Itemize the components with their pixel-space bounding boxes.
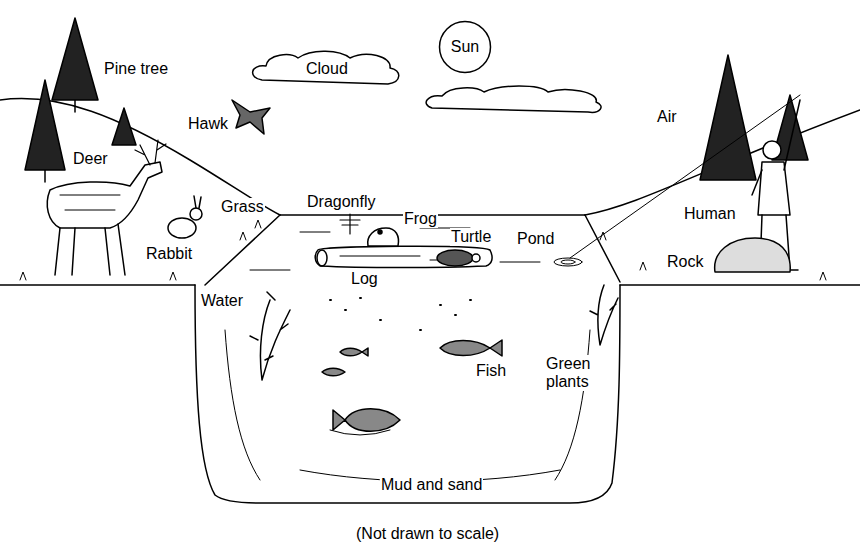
- part-label: Human: [683, 205, 737, 223]
- part-label: Rabbit: [145, 245, 193, 263]
- part-label: Mud and sand: [380, 476, 483, 494]
- part-label: Green plants: [545, 355, 607, 391]
- part-label: Rock: [666, 253, 704, 271]
- part-label: Water: [200, 292, 244, 310]
- part-label: Hawk: [187, 115, 229, 133]
- node-text: Sun: [451, 38, 479, 56]
- part-label: Pond: [516, 230, 555, 248]
- part-label: Turtle: [450, 228, 492, 246]
- sun-circle: Sun: [438, 20, 492, 74]
- part-label: Fish: [475, 362, 507, 380]
- part-label: Frog: [403, 210, 438, 228]
- part-label: Grass: [220, 198, 265, 216]
- part-label: Cloud: [305, 60, 349, 78]
- part-label: Deer: [72, 150, 109, 168]
- part-label: Pine tree: [103, 60, 169, 78]
- part-label: Log: [350, 270, 379, 288]
- part-label: Dragonfly: [306, 193, 376, 211]
- part-label: Air: [656, 108, 678, 126]
- caption: (Not drawn to scale): [355, 525, 500, 543]
